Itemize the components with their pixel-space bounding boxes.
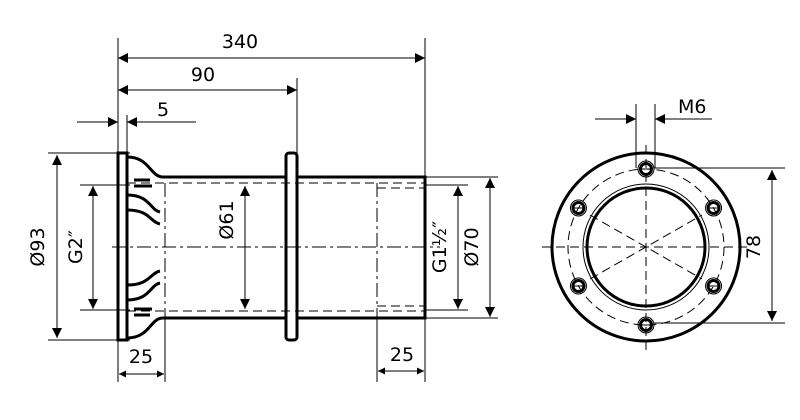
- bolt-hole: [705, 199, 723, 217]
- dim-label-d93: Ø93: [27, 227, 49, 266]
- dimension-25-outlet: 25: [378, 344, 424, 375]
- dim-label-25-outlet: 25: [390, 344, 414, 366]
- dim-label-5: 5: [157, 99, 169, 121]
- bolt-hole: [569, 277, 587, 295]
- bolt-hole: [705, 277, 723, 295]
- bolt-holes: [569, 160, 723, 334]
- dimension-d70: Ø70: [461, 178, 495, 317]
- dimension-78: 78: [654, 167, 785, 324]
- dimension-5: 5: [77, 99, 196, 127]
- bolt-hole: [637, 316, 655, 334]
- bolt-hole: [637, 160, 655, 178]
- bolt-hole: [569, 199, 587, 217]
- dimension-d93: Ø93: [27, 155, 62, 338]
- dimension-g2: G2″: [65, 186, 98, 309]
- dim-label-g1-half: G1½″: [429, 221, 451, 273]
- front-view: M6 78: [542, 96, 785, 350]
- side-view: 340 90 5 Ø93 G2″ Ø61 G1½″ Ø70: [27, 31, 498, 382]
- dimension-25-inlet: 25: [119, 346, 164, 378]
- fitting-body: [112, 151, 440, 342]
- dimension-d61: Ø61: [216, 186, 250, 309]
- dim-label-25-inlet: 25: [129, 346, 153, 368]
- dim-label-d61: Ø61: [216, 200, 238, 239]
- dim-label-78: 78: [743, 235, 765, 259]
- dimension-g1-half: G1½″: [429, 186, 463, 309]
- dimension-340: 340: [118, 31, 425, 63]
- dim-label-90: 90: [191, 64, 215, 86]
- dim-label-340: 340: [222, 31, 258, 53]
- dim-label-g2: G2″: [65, 230, 87, 264]
- dimension-90: 90: [118, 64, 297, 95]
- dim-label-m6: M6: [678, 96, 706, 118]
- dim-label-d70: Ø70: [461, 227, 483, 266]
- dimension-m6: M6: [595, 96, 712, 168]
